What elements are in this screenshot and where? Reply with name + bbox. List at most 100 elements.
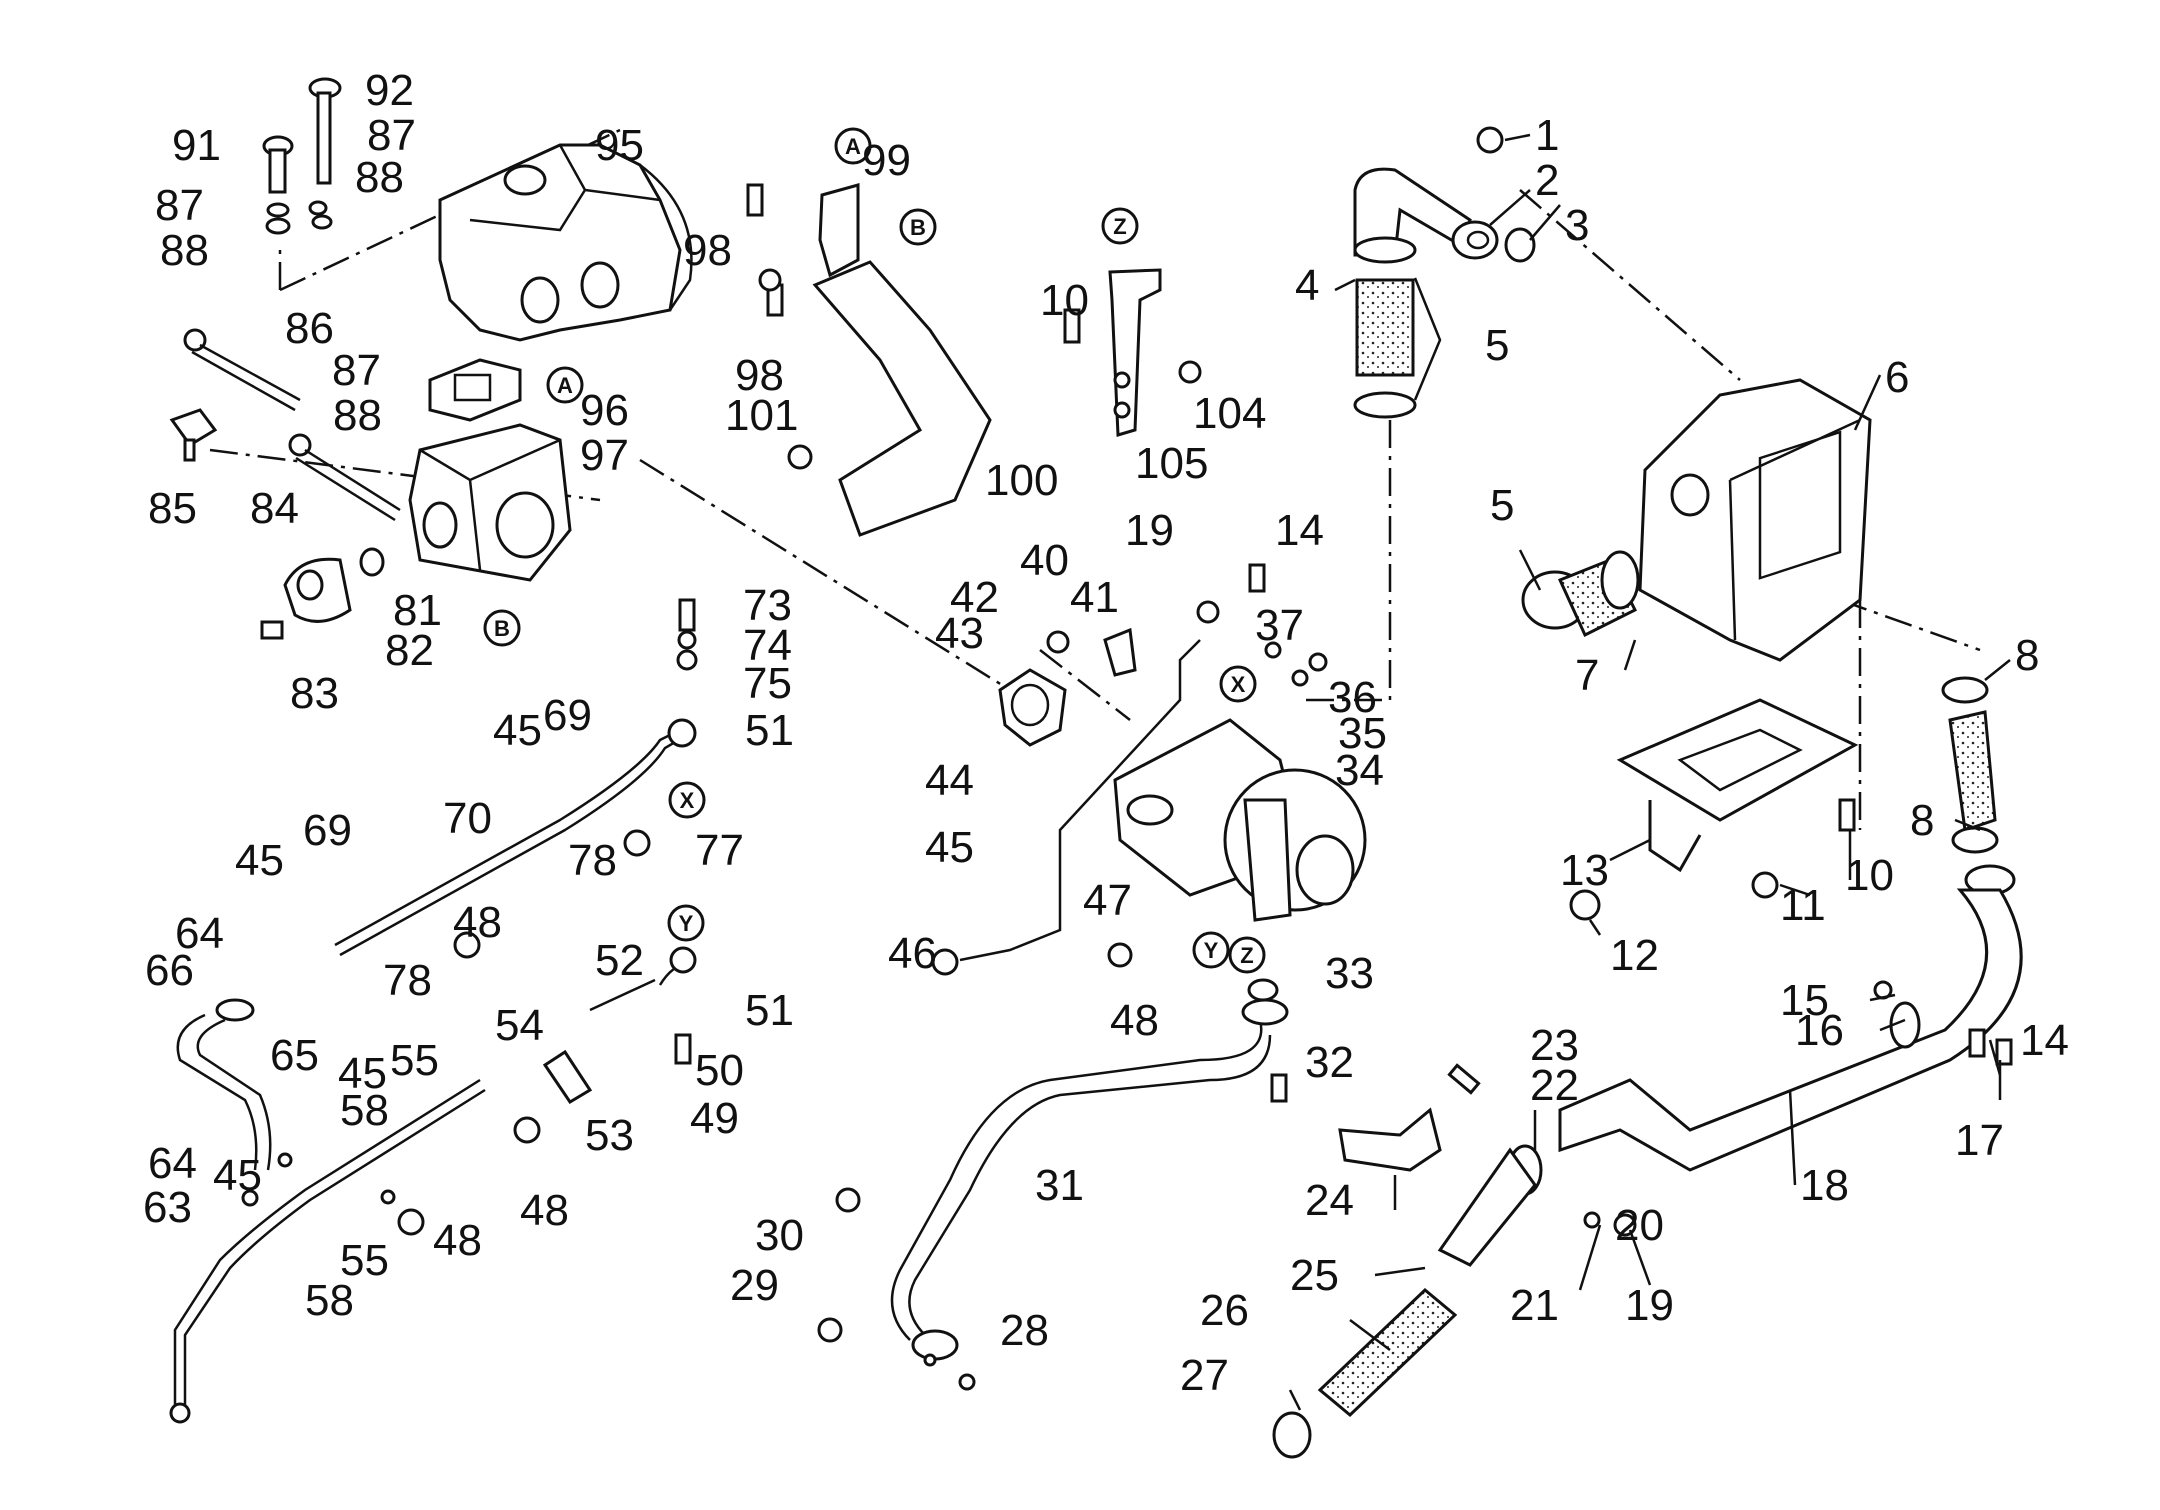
callout: 32 bbox=[1305, 1038, 1354, 1087]
fuel-hose-65 bbox=[176, 998, 272, 1207]
callout: 54 bbox=[495, 1001, 544, 1050]
svg-text:Y: Y bbox=[1204, 938, 1219, 963]
callout: 55 bbox=[340, 1236, 389, 1285]
callout: 48 bbox=[1110, 996, 1159, 1045]
callout: 23 bbox=[1530, 1021, 1579, 1070]
elbow-82 bbox=[260, 547, 385, 640]
callout: 87 bbox=[155, 181, 204, 230]
ref-marker-Y-turbo: Y bbox=[1192, 931, 1230, 969]
callout: 8 bbox=[2015, 631, 2039, 680]
callout: 4 bbox=[1295, 261, 1319, 310]
callout: 91 bbox=[172, 121, 221, 170]
fuel-line-63 bbox=[169, 1078, 486, 1424]
callout: 45 bbox=[235, 836, 284, 885]
callout: 58 bbox=[305, 1276, 354, 1325]
callout: 66 bbox=[145, 946, 194, 995]
bolts-98 bbox=[746, 183, 784, 317]
svg-text:Z: Z bbox=[1240, 943, 1253, 968]
ref-marker-B-mid: B bbox=[483, 609, 521, 647]
callout: 52 bbox=[595, 936, 644, 985]
callout: 19 bbox=[1125, 506, 1174, 555]
callout: 53 bbox=[585, 1111, 634, 1160]
svg-text:Y: Y bbox=[679, 911, 694, 936]
callout: 25 bbox=[1290, 1251, 1339, 1300]
callout: 98 bbox=[735, 351, 784, 400]
callout: 83 bbox=[290, 669, 339, 718]
fuel-line-52 bbox=[542, 946, 697, 1105]
bolt-101 bbox=[787, 444, 813, 470]
bolt-104 bbox=[1178, 360, 1202, 384]
banjo-bolts-48-77 bbox=[277, 829, 651, 1236]
gasket-3 bbox=[1504, 227, 1536, 263]
fuel-line-70 bbox=[334, 718, 697, 957]
bolt-84 bbox=[288, 433, 401, 522]
callout: 24 bbox=[1305, 1176, 1354, 1225]
callout: 20 bbox=[1615, 1201, 1664, 1250]
callout: 13 bbox=[1560, 846, 1609, 895]
callout: 28 bbox=[1000, 1306, 1049, 1355]
flange-44 bbox=[998, 668, 1067, 747]
bracket-99 bbox=[818, 183, 860, 278]
callout: 5 bbox=[1490, 481, 1514, 530]
callout: 12 bbox=[1610, 931, 1659, 980]
callout: 64 bbox=[148, 1139, 197, 1188]
bolt-86 bbox=[183, 328, 301, 412]
ref-marker-B-top: B bbox=[899, 208, 937, 246]
callout: 69 bbox=[303, 806, 352, 855]
ref-marker-X-turbo: X bbox=[1219, 665, 1257, 703]
bolt-10-top bbox=[1063, 308, 1081, 344]
callout: 85 bbox=[148, 484, 197, 533]
callout: 48 bbox=[520, 1186, 569, 1235]
callout: 92 bbox=[365, 66, 414, 115]
callout: 81 bbox=[393, 586, 442, 635]
callout: 99 bbox=[862, 136, 911, 185]
callout: 40 bbox=[1020, 536, 1069, 585]
callout: 58 bbox=[340, 1086, 389, 1135]
svg-text:A: A bbox=[557, 373, 573, 398]
bolt-91 bbox=[262, 135, 294, 194]
callout: 10 bbox=[1845, 851, 1894, 900]
ref-marker-A-mid: A bbox=[546, 366, 584, 404]
ref-marker-X-left: X bbox=[668, 781, 706, 819]
callout: 47 bbox=[1083, 876, 1132, 925]
callout: 105 bbox=[1135, 439, 1208, 488]
callout: 84 bbox=[250, 484, 299, 533]
callout: 82 bbox=[385, 626, 434, 675]
callout: 87 bbox=[367, 111, 416, 160]
callout: 6 bbox=[1885, 353, 1909, 402]
turbocharger-34 bbox=[1113, 718, 1367, 922]
callout: 51 bbox=[745, 706, 794, 755]
callout: 98 bbox=[683, 226, 732, 275]
callout: 55 bbox=[390, 1036, 439, 1085]
callout: 19 bbox=[1625, 1281, 1674, 1330]
air-cleaner-6 bbox=[1638, 378, 1872, 662]
oil-line-46-47 bbox=[931, 639, 1201, 976]
callout: 5 bbox=[1485, 321, 1509, 370]
callout: 44 bbox=[925, 756, 974, 805]
callout: 86 bbox=[285, 304, 334, 353]
bolt-stack-73-75 bbox=[676, 598, 698, 671]
callout: 77 bbox=[695, 826, 744, 875]
callout: 88 bbox=[333, 391, 382, 440]
ref-marker-Z-turbo: Z bbox=[1228, 936, 1266, 974]
callout: 48 bbox=[433, 1216, 482, 1265]
callout: 64 bbox=[175, 909, 224, 958]
svg-text:Z: Z bbox=[1113, 214, 1126, 239]
callout: 26 bbox=[1200, 1286, 1249, 1335]
callout: 88 bbox=[160, 226, 209, 275]
bolts-10-11-12 bbox=[1569, 798, 1856, 921]
bolts-29-30-32-33 bbox=[817, 978, 1288, 1391]
bolt-1 bbox=[1476, 126, 1504, 154]
bracket-24 bbox=[1338, 1107, 1442, 1172]
callout: 17 bbox=[1955, 1116, 2004, 1165]
callout: 87 bbox=[332, 346, 381, 395]
callout: 18 bbox=[1800, 1161, 1849, 1210]
washers-87-88 bbox=[265, 200, 333, 235]
ref-marker-Z-top: Z bbox=[1101, 207, 1139, 245]
callout: 29 bbox=[730, 1261, 779, 1310]
callout: 15 bbox=[1780, 976, 1829, 1025]
callout: 30 bbox=[755, 1211, 804, 1260]
callout: 45 bbox=[493, 706, 542, 755]
callout: 43 bbox=[935, 609, 984, 658]
